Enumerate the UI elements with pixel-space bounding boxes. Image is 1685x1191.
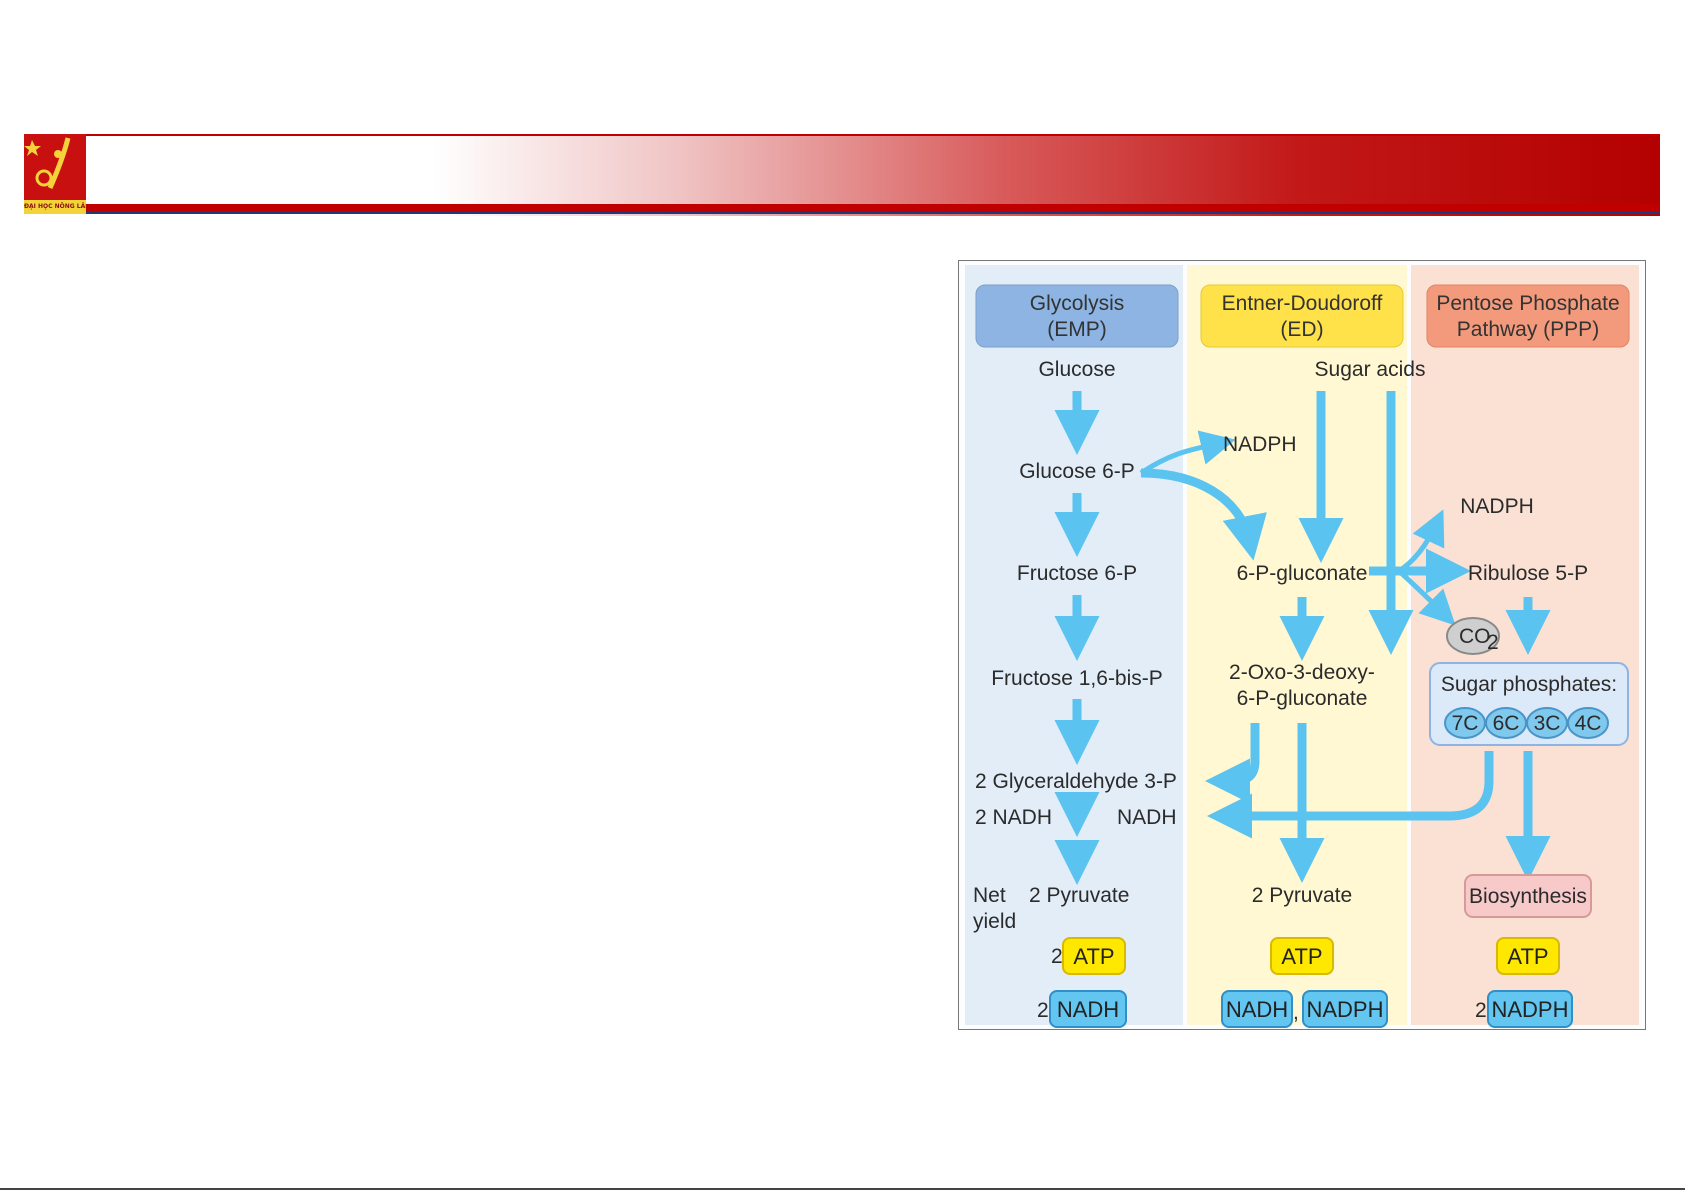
emp-header-box [975,284,1179,348]
label-oxo-line1: 2-Oxo-3-deoxy- [1229,661,1375,684]
banner-strip [24,204,1660,214]
arrow-to-co2 [1397,569,1456,626]
label-ppp-nadph: NADPH [1460,495,1534,518]
label-carbon-7c: 7C [1452,712,1479,735]
label-fructose-6p: Fructose 6-P [1017,562,1137,585]
label-ed-nadh: NADH [1226,997,1288,1022]
label-co2-sub: 2 [1487,631,1499,654]
emp-nadh-pill [1049,990,1127,1028]
arrow-to-ppp-nadph [1397,509,1445,574]
label-ed-atp: ATP [1281,944,1322,969]
label-yield: yield [973,910,1016,933]
footer-divider [0,1188,1685,1190]
carbon-bubble-4c [1567,707,1609,739]
label-nadh-mid: NADH [1117,806,1177,829]
label-emp-nadh-coef: 2 [1037,999,1049,1022]
ppp-atp-pill [1496,937,1560,975]
label-carbon-4c: 4C [1575,712,1602,735]
label-emp-atp: ATP [1073,944,1114,969]
label-carbon-3c: 3C [1534,712,1561,735]
emp-header-line2: (EMP) [1047,318,1107,341]
ppp-nadph-pill [1487,990,1573,1028]
arrow-to-nadph-ed [1139,430,1236,476]
biosynthesis-box [1464,874,1592,918]
label-glucose: Glucose [1038,358,1115,381]
ppp-header-line2: Pathway (PPP) [1457,318,1599,341]
label-emp-atp-coef: 2 [1051,945,1063,968]
label-net: Net [973,884,1006,907]
label-6p-gluconate: 6-P-gluconate [1237,562,1368,585]
arrow-g6p-to-gluconate [1140,468,1267,561]
ed-header-line2: (ED) [1280,318,1323,341]
label-ed-pyruvate: 2 Pyruvate [1252,884,1352,907]
ed-header-line1: Entner-Doudoroff [1222,292,1383,315]
label-fructose-bisp: Fructose 1,6-bis-P [991,667,1163,690]
pathway-diagram: Glycolysis (EMP) Entner-Doudoroff (ED) P… [965,265,1639,1028]
label-ed-nadph-yield: NADPH [1306,997,1383,1022]
university-logo: ĐẠI HỌC NÔNG LÂM [24,134,86,214]
carbon-bubbles [1444,707,1609,739]
title-banner [24,134,1660,216]
label-emp-pyruvate: 2 Pyruvate [1029,884,1129,907]
label-co2: CO [1459,625,1491,648]
co2-bubble [1446,617,1500,655]
label-ribulose: Ribulose 5-P [1468,562,1588,585]
label-glyceraldehyde: 2 Glyceraldehyde 3-P [975,770,1177,793]
emp-header-line1: Glycolysis [1030,292,1125,315]
label-ppp-nadph-yield: NADPH [1491,997,1568,1022]
label-oxo-line2: 6-P-gluconate [1237,687,1368,710]
university-logo-icon [24,137,71,190]
label-carbon-6c: 6C [1493,712,1520,735]
arrow-oxo-to-g3p [1205,723,1260,804]
ed-nadph-pill [1302,990,1388,1028]
ed-header-box [1200,284,1404,348]
label-sugar-phosphates: Sugar phosphates: [1441,673,1617,696]
label-sugar-acids: Sugar acids [1315,358,1426,381]
label-ed-comma: , [1293,1001,1299,1024]
arrow-sugar-phosphates-to-nadh [1207,751,1494,839]
logo-caption: ĐẠI HỌC NÔNG LÂM [24,200,86,214]
label-glucose-6p: Glucose 6-P [1019,460,1135,483]
ppp-arrows [1369,509,1551,881]
label-biosynthesis: Biosynthesis [1469,885,1587,908]
metabolic-pathways-figure: Glycolysis (EMP) Entner-Doudoroff (ED) P… [958,260,1646,1030]
ppp-header-box [1426,284,1630,348]
label-ppp-atp: ATP [1507,944,1548,969]
label-ppp-nadph-coef: 2 [1475,999,1487,1022]
label-2-nadh: 2 NADH [975,806,1052,829]
ed-atp-pill [1270,937,1334,975]
ed-arrows [1139,391,1494,883]
ppp-header-line1: Pentose Phosphate [1436,292,1619,315]
label-ed-nadph: NADPH [1223,433,1297,456]
ed-nadh-pill [1221,990,1293,1028]
label-emp-nadh: NADH [1057,997,1119,1022]
emp-atp-pill [1062,937,1126,975]
